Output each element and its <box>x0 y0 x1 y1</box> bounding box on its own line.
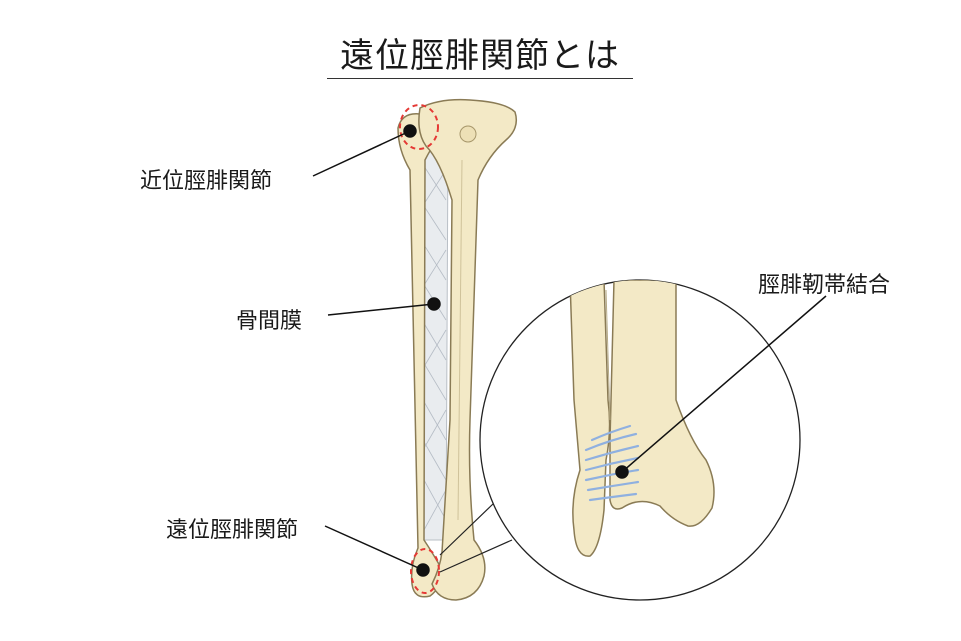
distal-joint-highlight <box>410 548 440 594</box>
inset-fibula <box>569 280 611 557</box>
tibia-shaft-shading <box>457 159 463 521</box>
inset-callout-line-lower <box>439 539 513 573</box>
title-underline <box>327 78 633 79</box>
leader-dot-membrane <box>427 297 441 311</box>
leader-dot-distal <box>416 563 430 577</box>
diagram-title: 遠位脛腓関節とは <box>340 36 620 76</box>
leader-dot-proximal <box>403 124 417 138</box>
tibia-fibula-illustration <box>397 98 518 601</box>
inset-bone-gap-shading <box>605 289 611 421</box>
inset-callout-line-upper <box>439 502 495 556</box>
magnified-inset <box>439 279 801 601</box>
proximal-joint-highlight <box>399 104 439 150</box>
leader-line-membrane <box>327 303 435 316</box>
label-proximal-tibiofibular-joint: 近位脛腓関節 <box>140 169 273 194</box>
label-tibiofibular-syndesmosis: 脛腓靭帯結合 <box>758 273 891 298</box>
leader-line-proximal <box>312 130 411 177</box>
inset-tibia <box>609 280 715 527</box>
leader-line-syndesmosis <box>621 295 827 473</box>
membrane-fibers <box>419 159 447 531</box>
label-interosseous-membrane: 骨間膜 <box>236 309 303 334</box>
tibial-tuberosity <box>459 125 477 143</box>
tibiofibular-syndesmosis-ligament <box>584 424 640 502</box>
leader-lines <box>312 124 827 577</box>
leader-dot-syndesmosis <box>615 465 629 479</box>
label-distal-tibiofibular-joint: 遠位脛腓関節 <box>166 518 299 543</box>
leader-line-distal <box>324 525 424 571</box>
